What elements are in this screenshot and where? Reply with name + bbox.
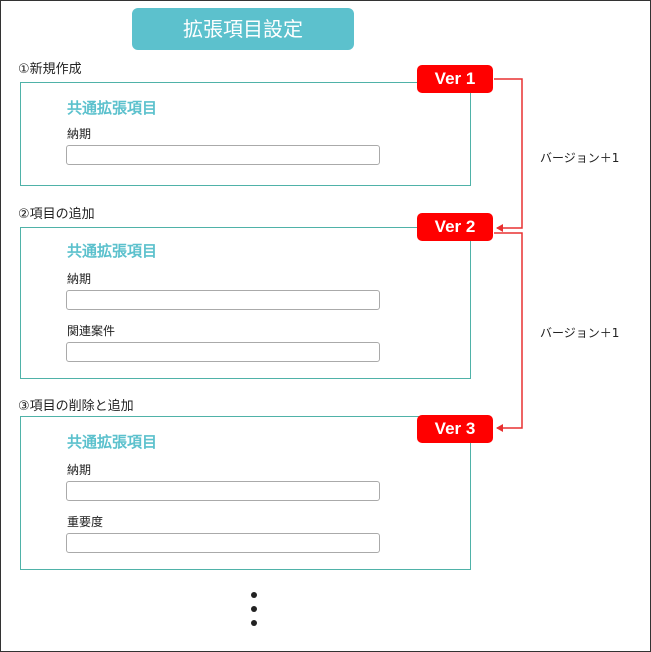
step-2-field-input-2[interactable] <box>66 342 380 362</box>
connector-ver2-to-ver3 <box>494 232 523 432</box>
step-2-label: ②項目の追加 <box>18 207 95 222</box>
page-title: 拡張項目設定 <box>132 8 354 50</box>
version-increment-label-1: バージョン＋1 <box>540 151 620 165</box>
step-1-section-title: 共通拡張項目 <box>67 99 158 117</box>
step-3-label: ③項目の削除と追加 <box>18 399 134 414</box>
version-badge-1: Ver 1 <box>417 65 493 93</box>
step-1-field-input-1[interactable] <box>66 145 380 165</box>
step-2-field-label-2: 関連案件 <box>67 324 116 338</box>
connector-ver1-to-ver2 <box>494 78 523 232</box>
step-3-field-label-2: 重要度 <box>67 515 104 529</box>
step-1-field-label-1: 納期 <box>67 127 92 141</box>
step-3-panel: 共通拡張項目 納期 重要度 <box>20 416 471 570</box>
continuation-dot <box>251 606 257 612</box>
step-1-panel: 共通拡張項目 納期 <box>20 82 471 186</box>
version-badge-2: Ver 2 <box>417 213 493 241</box>
version-increment-label-2: バージョン＋1 <box>540 326 620 340</box>
step-3-field-input-1[interactable] <box>66 481 380 501</box>
step-3-field-label-1: 納期 <box>67 463 92 477</box>
continuation-dot <box>251 592 257 598</box>
continuation-dot <box>251 620 257 626</box>
step-3-field-input-2[interactable] <box>66 533 380 553</box>
step-1-label: ①新規作成 <box>18 62 82 77</box>
step-2-panel: 共通拡張項目 納期 関連案件 <box>20 227 471 379</box>
step-3-section-title: 共通拡張項目 <box>67 433 158 451</box>
step-2-section-title: 共通拡張項目 <box>67 242 158 260</box>
version-badge-3: Ver 3 <box>417 415 493 443</box>
step-2-field-label-1: 納期 <box>67 272 92 286</box>
step-2-field-input-1[interactable] <box>66 290 380 310</box>
